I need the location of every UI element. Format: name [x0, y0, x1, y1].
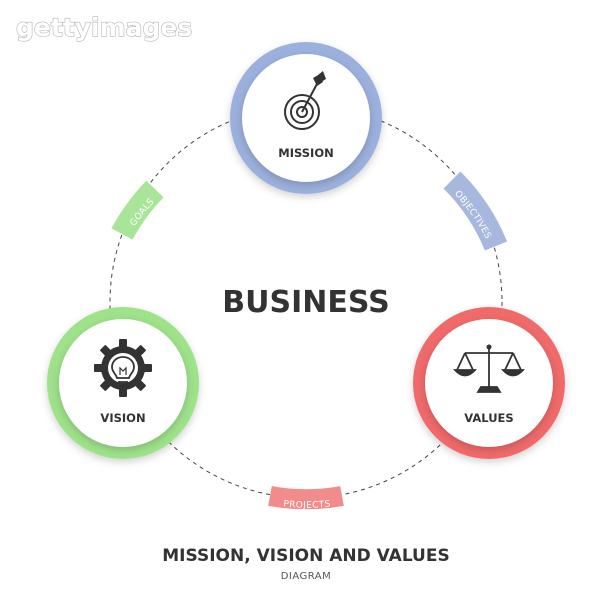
balance-scale-icon: [452, 344, 526, 393]
node-mission-label: MISSION: [278, 146, 333, 160]
connector-goals-band: [111, 180, 164, 240]
center-title: BUSINESS: [222, 285, 389, 320]
connector-projects-band: [268, 486, 344, 510]
watermark-logo: gettyimages: [16, 13, 192, 42]
node-values: VALUES: [413, 307, 565, 459]
node-vision: VISION: [47, 307, 199, 459]
node-values-label: VALUES: [464, 411, 513, 425]
target-dart-icon: [284, 71, 326, 130]
node-mission: MISSION: [230, 42, 382, 194]
footer-title: MISSION, VISION AND VALUES: [162, 546, 449, 566]
gear-lightbulb-icon: [94, 339, 152, 397]
connector-projects: PROJECTS: [268, 486, 344, 511]
connector-goals: GOALS: [111, 180, 164, 240]
connector-projects-label: PROJECTS: [283, 499, 331, 510]
connector-objectives-band: [443, 171, 508, 251]
node-mission-disc: [242, 54, 370, 182]
connector-objectives: OBJECTIVES: [443, 171, 508, 251]
node-vision-label: VISION: [100, 411, 145, 425]
footer-subtitle: DIAGRAM: [281, 571, 332, 582]
